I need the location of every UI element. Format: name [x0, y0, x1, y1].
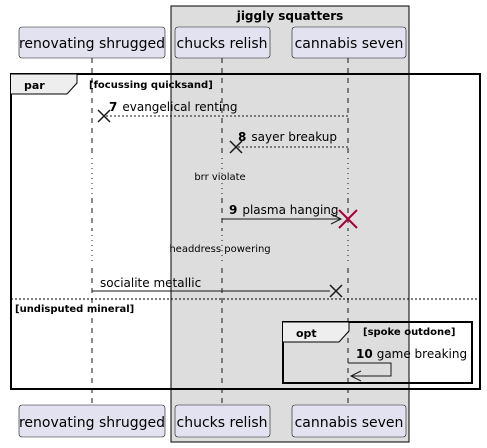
par-else-guard: [undisputed mineral]: [15, 304, 134, 315]
delay-label: brr violate: [194, 172, 245, 183]
message-10-line: [348, 362, 392, 377]
message-7-label: 7 evangelical renting: [109, 100, 238, 114]
message-10-label: 10 game breaking: [356, 347, 467, 361]
destroy-icon: [229, 140, 243, 154]
lifeline-delay-cover: [218, 158, 226, 194]
message-socialite-label: socialite metallic: [100, 276, 201, 290]
message-9-label: 9 plasma hanging: [229, 203, 339, 217]
message-number: 10: [356, 347, 373, 361]
message-number: 9: [229, 203, 237, 217]
message-text: evangelical renting: [122, 100, 237, 114]
participant-group-box: [170, 5, 410, 443]
participant-bottom-chucks-relish[interactable]: chucks relish: [174, 404, 271, 438]
par-frame-tab: [11, 73, 78, 95]
par-keyword: par: [24, 79, 45, 92]
message-text: sayer breakup: [251, 130, 337, 144]
participant-label: cannabis seven: [295, 415, 404, 431]
participant-label: cannabis seven: [295, 36, 404, 52]
delay-label: headdress powering: [169, 244, 270, 255]
participant-top-renovating-shrugged[interactable]: renovating shrugged: [18, 26, 166, 59]
message-8-label: 8 sayer breakup: [238, 130, 337, 144]
opt-frame-tab: [283, 321, 350, 343]
arrow-head-icon: [349, 370, 362, 382]
par-frame: [10, 73, 481, 390]
participant-bottom-renovating-shrugged[interactable]: renovating shrugged: [18, 404, 166, 438]
group-title: jiggly squatters: [236, 9, 344, 23]
arrow-head-icon: [330, 213, 343, 225]
lifeline-delay-cover: [344, 230, 352, 265]
participant-top-chucks-relish[interactable]: chucks relish: [174, 26, 271, 59]
par-guard: [focussing quicksand]: [89, 80, 213, 91]
opt-frame: [282, 321, 473, 384]
opt-guard: [spoke outdone]: [363, 327, 455, 338]
message-number: 7: [109, 100, 117, 114]
participant-label: renovating shrugged: [19, 36, 165, 52]
destroy-icon: [97, 109, 111, 123]
destroy-icon: [338, 209, 358, 229]
participant-label: renovating shrugged: [19, 415, 165, 431]
participant-label: chucks relish: [177, 36, 268, 52]
participant-label: chucks relish: [177, 415, 268, 431]
participant-top-cannabis-seven[interactable]: cannabis seven: [291, 26, 407, 59]
lifeline-delay-cover: [88, 230, 96, 265]
lifeline-delay-cover: [88, 158, 96, 194]
lifeline-delay-cover: [344, 158, 352, 194]
message-text: game breaking: [377, 347, 467, 361]
opt-keyword: opt: [296, 327, 317, 340]
participant-bottom-cannabis-seven[interactable]: cannabis seven: [291, 404, 407, 438]
lifeline-delay-cover: [218, 230, 226, 265]
message-text: plasma hanging: [242, 203, 338, 217]
message-number: 8: [238, 130, 246, 144]
destroy-icon: [329, 284, 343, 298]
